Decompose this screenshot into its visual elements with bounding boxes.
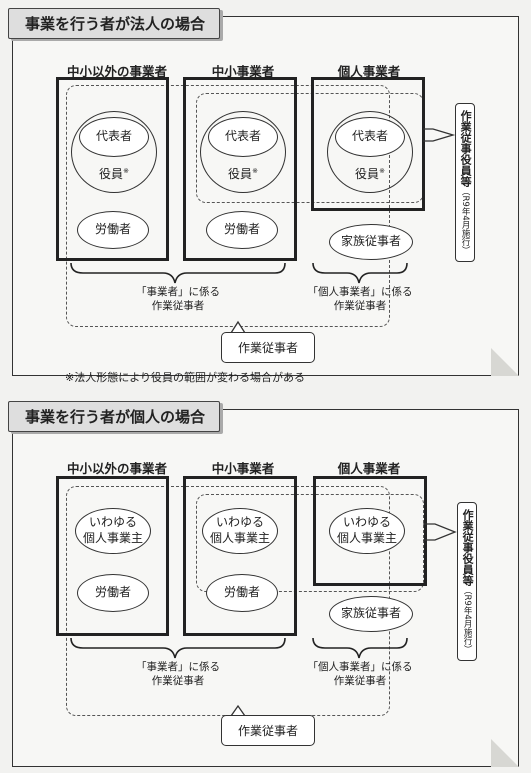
officer-label: 役員※: [99, 167, 129, 181]
page-fold-corner: [491, 739, 519, 767]
side-label-officers: 作業従事役員等（R9年4月施行）: [457, 502, 478, 661]
worker-scope-dashed-outline: [66, 85, 390, 327]
panel-title: 事業を行う者が個人の場合: [8, 401, 221, 432]
officer-group-ring: [71, 111, 157, 193]
column-box-large-business: [56, 476, 169, 636]
family-worker-ellipse: 家族従事者: [329, 224, 413, 260]
column-header-individual: 個人事業者: [337, 64, 401, 79]
column-box-individual: [311, 77, 425, 211]
brace-caption-individual: 「個人事業者」に係る作業従事者: [307, 286, 413, 313]
brace-caption-business: 「事業者」に係る作業従事者: [136, 661, 220, 688]
worker-ellipse: 労働者: [206, 211, 278, 249]
page-fold-corner: [491, 348, 519, 376]
representative-ellipse: 代表者: [208, 117, 278, 157]
footnote: ※法人形態により役員の範囲が変わる場合がある: [65, 371, 305, 384]
connector-lines: [70, 128, 456, 334]
column-header-sme: 中小事業者: [211, 461, 275, 476]
column-box-large-business: [56, 77, 169, 261]
worker-ellipse: 労働者: [77, 211, 149, 249]
panel-corporate: 事業を行う者が法人の場合 中小以外の事業者 中小事業者 個人事業者 代表者 代表…: [8, 8, 519, 384]
sole-proprietor-ellipse: いわゆる個人事業主: [202, 508, 278, 554]
panel-individual: 事業を行う者が個人の場合 中小以外の事業者 中小事業者 個人事業者 いわゆる個人…: [8, 401, 519, 767]
officer-group-ring: [327, 111, 413, 193]
sole-proprietor-ellipse: いわゆる個人事業主: [75, 508, 151, 554]
worker-ellipse: 労働者: [77, 574, 149, 612]
column-header-large-business: 中小以外の事業者: [66, 64, 167, 79]
connector-lines: [70, 523, 457, 717]
column-header-sme: 中小事業者: [211, 64, 275, 79]
brace-caption-business: 「事業者」に係る作業従事者: [136, 286, 220, 313]
family-worker-ellipse: 家族従事者: [329, 596, 413, 632]
owner-scope-dashed-outline: [196, 494, 424, 592]
column-header-large-business: 中小以外の事業者: [66, 461, 167, 476]
callout-worker: 作業従事者: [221, 332, 316, 363]
worker-ellipse: 労働者: [206, 574, 278, 612]
column-box-individual: [313, 476, 427, 586]
representative-ellipse: 代表者: [335, 117, 405, 157]
representative-ellipse: 代表者: [79, 117, 149, 157]
panel-title: 事業を行う者が法人の場合: [8, 8, 221, 39]
brace-caption-individual: 「個人事業者」に係る作業従事者: [307, 661, 413, 688]
column-header-individual: 個人事業者: [337, 461, 401, 476]
callout-worker: 作業従事者: [221, 715, 316, 746]
sole-proprietor-ellipse: いわゆる個人事業主: [329, 508, 405, 554]
officer-label: 役員※: [228, 167, 258, 181]
column-box-sme: [183, 77, 297, 261]
column-box-sme: [183, 476, 297, 636]
side-label-officers: 作業従事役員等（R9年4月施行）: [455, 103, 476, 262]
officer-label: 役員※: [355, 167, 385, 181]
officer-group-ring: [200, 111, 286, 193]
